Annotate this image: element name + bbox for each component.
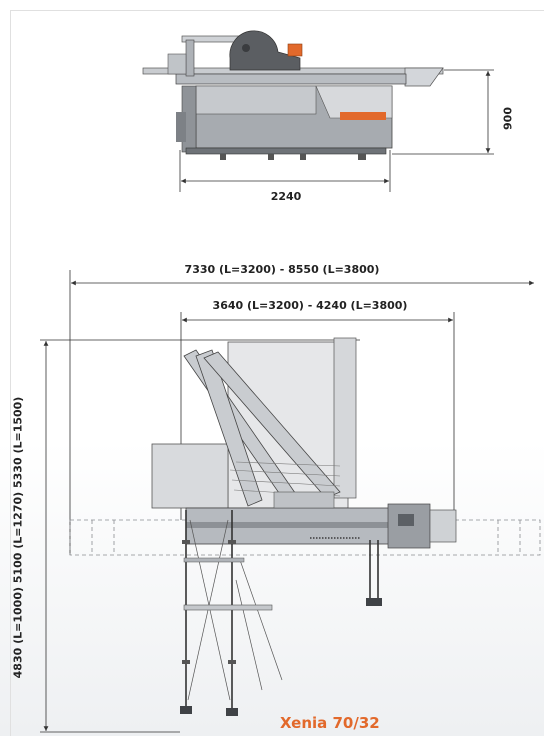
product-title: Xenia 70/32 [280, 714, 380, 732]
total-length-dimension-line [69, 270, 534, 555]
height-dimension-line [392, 69, 494, 155]
length-dimension-line [179, 150, 391, 192]
height-dimension-label: 900 [501, 107, 515, 130]
length-dimension-label: 2240 [270, 190, 302, 203]
side-view-drawing [142, 30, 444, 160]
carriage-length-label: 3640 (L=3200) - 4240 (L=3800) [212, 299, 408, 312]
plan-view-drawing [151, 337, 457, 716]
depth-dimension-line [40, 339, 360, 733]
depth-dimension-label: 4830 (L=1000) 5100 (L=1270) 5330 (L=1500… [11, 396, 25, 679]
total-length-label: 7330 (L=3200) - 8550 (L=3800) [184, 263, 380, 276]
